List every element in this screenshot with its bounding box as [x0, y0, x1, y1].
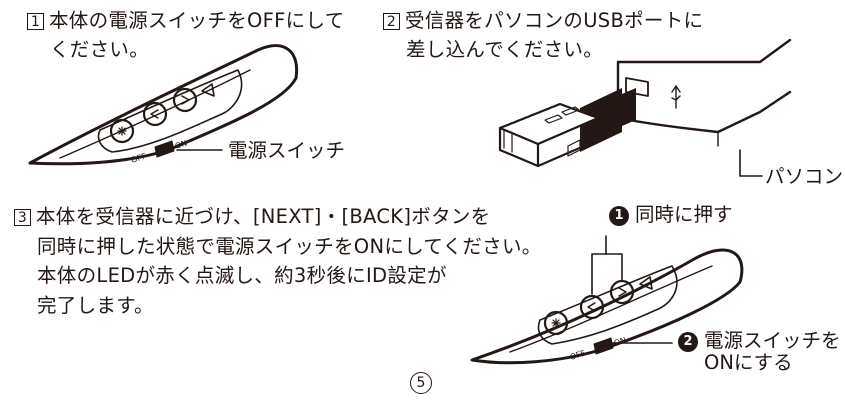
- step-2-line-2: 差し込んでください。: [406, 38, 604, 61]
- step-2-line-1: 受信器をパソコンのUSBポートに: [405, 9, 704, 32]
- power-switch-icon: [154, 140, 175, 158]
- step-3-line-1: 本体を受信器に近づけ、[NEXT]・[BACK]ボタンを: [36, 205, 491, 228]
- pc-callout: パソコン: [765, 165, 844, 188]
- laser-button-icon-2: [543, 310, 569, 336]
- page-number: 5: [410, 372, 432, 394]
- switch-on-label-2: ON: [613, 336, 627, 348]
- power-switch-callout: 電源スイッチ: [228, 139, 346, 162]
- callout-1-text: 同時に押す: [635, 203, 733, 226]
- usb-receiver-illustration: [498, 38, 792, 177]
- presenter-illustration-1: OFF ON: [28, 44, 299, 166]
- step-3-number: 3: [14, 209, 31, 226]
- step-2-number: 2: [383, 13, 400, 30]
- step-3-line-2: 同時に押した状態で電源スイッチをONにしてください。: [37, 234, 542, 258]
- step-3-line-3: 本体のLEDが赤く点滅し、約3秒後にID設定が: [37, 264, 447, 287]
- step-1-text: 1 本体の電源スイッチをOFFにして ください。: [27, 6, 345, 64]
- next-button-icon-2: [609, 279, 635, 305]
- triangle-indicator-icon: [201, 83, 215, 97]
- step-2-text: 2 受信器をパソコンのUSBポートに 差し込んでください。: [383, 6, 703, 64]
- insert-arrow-icon: [580, 88, 636, 152]
- step-1-line-2: ください。: [50, 38, 150, 61]
- triangle-indicator-icon-2: [639, 276, 653, 290]
- callout-2-line-2: ONにする: [704, 351, 793, 374]
- press-simultaneously-callout: 1 同時に押す: [609, 202, 733, 228]
- switch-on-callout: 2 電源スイッチを ONにする: [678, 330, 841, 374]
- power-switch-icon-2: [593, 337, 614, 355]
- presenter-illustration-2: OFF ON: [470, 235, 744, 365]
- step-1-line-1: 本体の電源スイッチをOFFにして: [49, 9, 345, 32]
- callout-2-line-1: 電源スイッチを: [704, 329, 841, 352]
- usb-port-icon: [625, 77, 649, 97]
- next-button-icon: [172, 87, 198, 113]
- step-3-line-4: 完了します。: [37, 293, 154, 317]
- callout-2-badge: 2: [678, 332, 698, 352]
- usb-symbol-icon: [671, 85, 681, 109]
- callout-1-badge: 1: [609, 206, 629, 226]
- back-button-icon: [142, 101, 168, 127]
- back-button-icon-2: [579, 294, 605, 320]
- step-3-text: 3 本体を受信器に近づけ、[NEXT]・[BACK]ボタンを 同時に押した状態で電…: [14, 202, 542, 320]
- laser-button-icon: [109, 118, 135, 144]
- switch-on-label: ON: [174, 139, 188, 151]
- step-1-number: 1: [27, 13, 44, 30]
